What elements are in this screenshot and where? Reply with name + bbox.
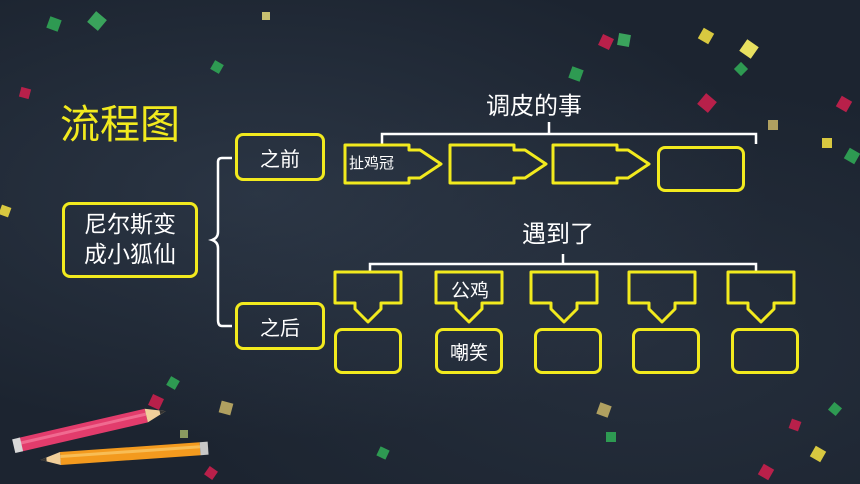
before-label: 之前	[260, 146, 300, 171]
root-line-2: 成小狐仙	[84, 242, 176, 268]
before-header: 调皮的事	[486, 92, 582, 120]
down-arrow-5	[726, 270, 796, 324]
met-2-text: 公鸡	[450, 280, 489, 302]
down-arrow-1	[333, 270, 403, 324]
step-arrow-3	[551, 143, 651, 185]
step-1-text: 扯鸡冠	[349, 154, 395, 172]
after-header: 遇到了	[522, 220, 594, 248]
down-arrow-4	[627, 270, 697, 324]
root-bracket	[208, 156, 232, 328]
result-box-1	[334, 328, 402, 374]
step-arrow-1	[343, 143, 443, 185]
orange-pencil-icon	[40, 441, 209, 465]
result-2-text: 嘲笑	[449, 341, 488, 364]
page-title: 流程图	[60, 102, 180, 148]
before-header-bracket	[380, 132, 758, 144]
after-node: 之后	[235, 302, 325, 350]
result-box-2: 嘲笑	[435, 328, 503, 374]
down-arrow-3	[529, 270, 599, 324]
result-box-4	[632, 328, 700, 374]
step-arrow-2	[448, 143, 548, 185]
step-final-box	[657, 146, 745, 192]
result-box-5	[731, 328, 799, 374]
pink-pencil-icon	[12, 408, 166, 453]
result-box-3	[534, 328, 602, 374]
after-label: 之后	[260, 315, 300, 340]
root-node: 尼尔斯变 成小狐仙	[62, 202, 198, 278]
before-node: 之前	[235, 133, 325, 181]
down-arrow-2	[434, 270, 504, 324]
root-line-1: 尼尔斯变	[84, 212, 176, 238]
